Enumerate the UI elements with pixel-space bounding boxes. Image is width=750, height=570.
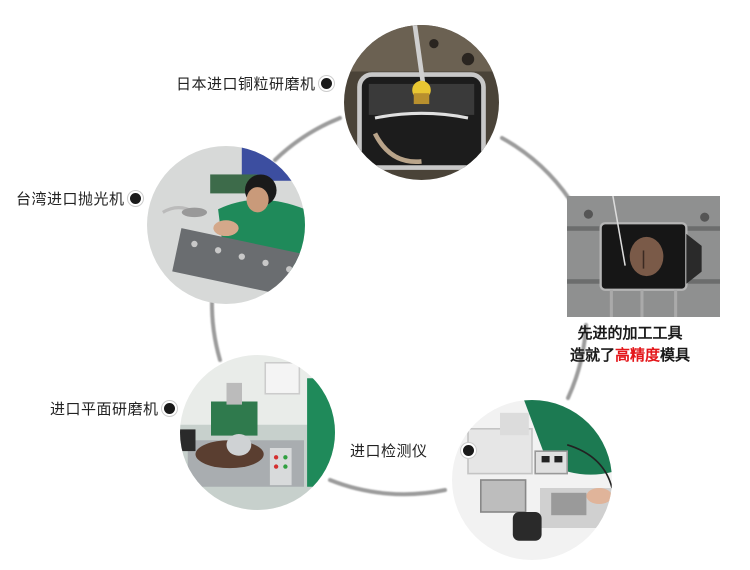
photo-inspection-instrument bbox=[452, 400, 612, 560]
slogan-line-2: 造就了高精度模具 bbox=[540, 344, 720, 366]
label-polisher: 台湾进口抛光机 bbox=[16, 188, 143, 209]
marker-dot-icon bbox=[161, 401, 177, 416]
label-text: 台湾进口抛光机 bbox=[16, 190, 125, 208]
photo-surface-grinder bbox=[180, 355, 335, 510]
photo-copper-grinder bbox=[344, 25, 499, 180]
marker-dot-icon bbox=[127, 191, 143, 206]
label-copper-grinder: 日本进口铜粒研磨机 bbox=[176, 73, 334, 94]
photo-polisher bbox=[147, 146, 305, 304]
slogan: 先进的加工工具 造就了高精度模具 bbox=[540, 322, 720, 366]
slogan-prefix: 造就了 bbox=[569, 346, 615, 364]
marker-dot-icon bbox=[461, 443, 476, 458]
slogan-suffix: 模具 bbox=[660, 346, 691, 364]
slogan-highlight: 高精度 bbox=[614, 346, 660, 364]
photo-mold-reflection bbox=[567, 196, 720, 317]
marker-dot-icon bbox=[318, 76, 334, 91]
label-surface-grinder: 进口平面研磨机 bbox=[50, 398, 177, 419]
label-inspection: 进口检测仪 bbox=[350, 440, 428, 461]
label-text: 进口检测仪 bbox=[350, 442, 428, 460]
label-text: 日本进口铜粒研磨机 bbox=[176, 75, 316, 93]
label-text: 进口平面研磨机 bbox=[50, 400, 159, 418]
slogan-line-1: 先进的加工工具 bbox=[577, 324, 683, 342]
